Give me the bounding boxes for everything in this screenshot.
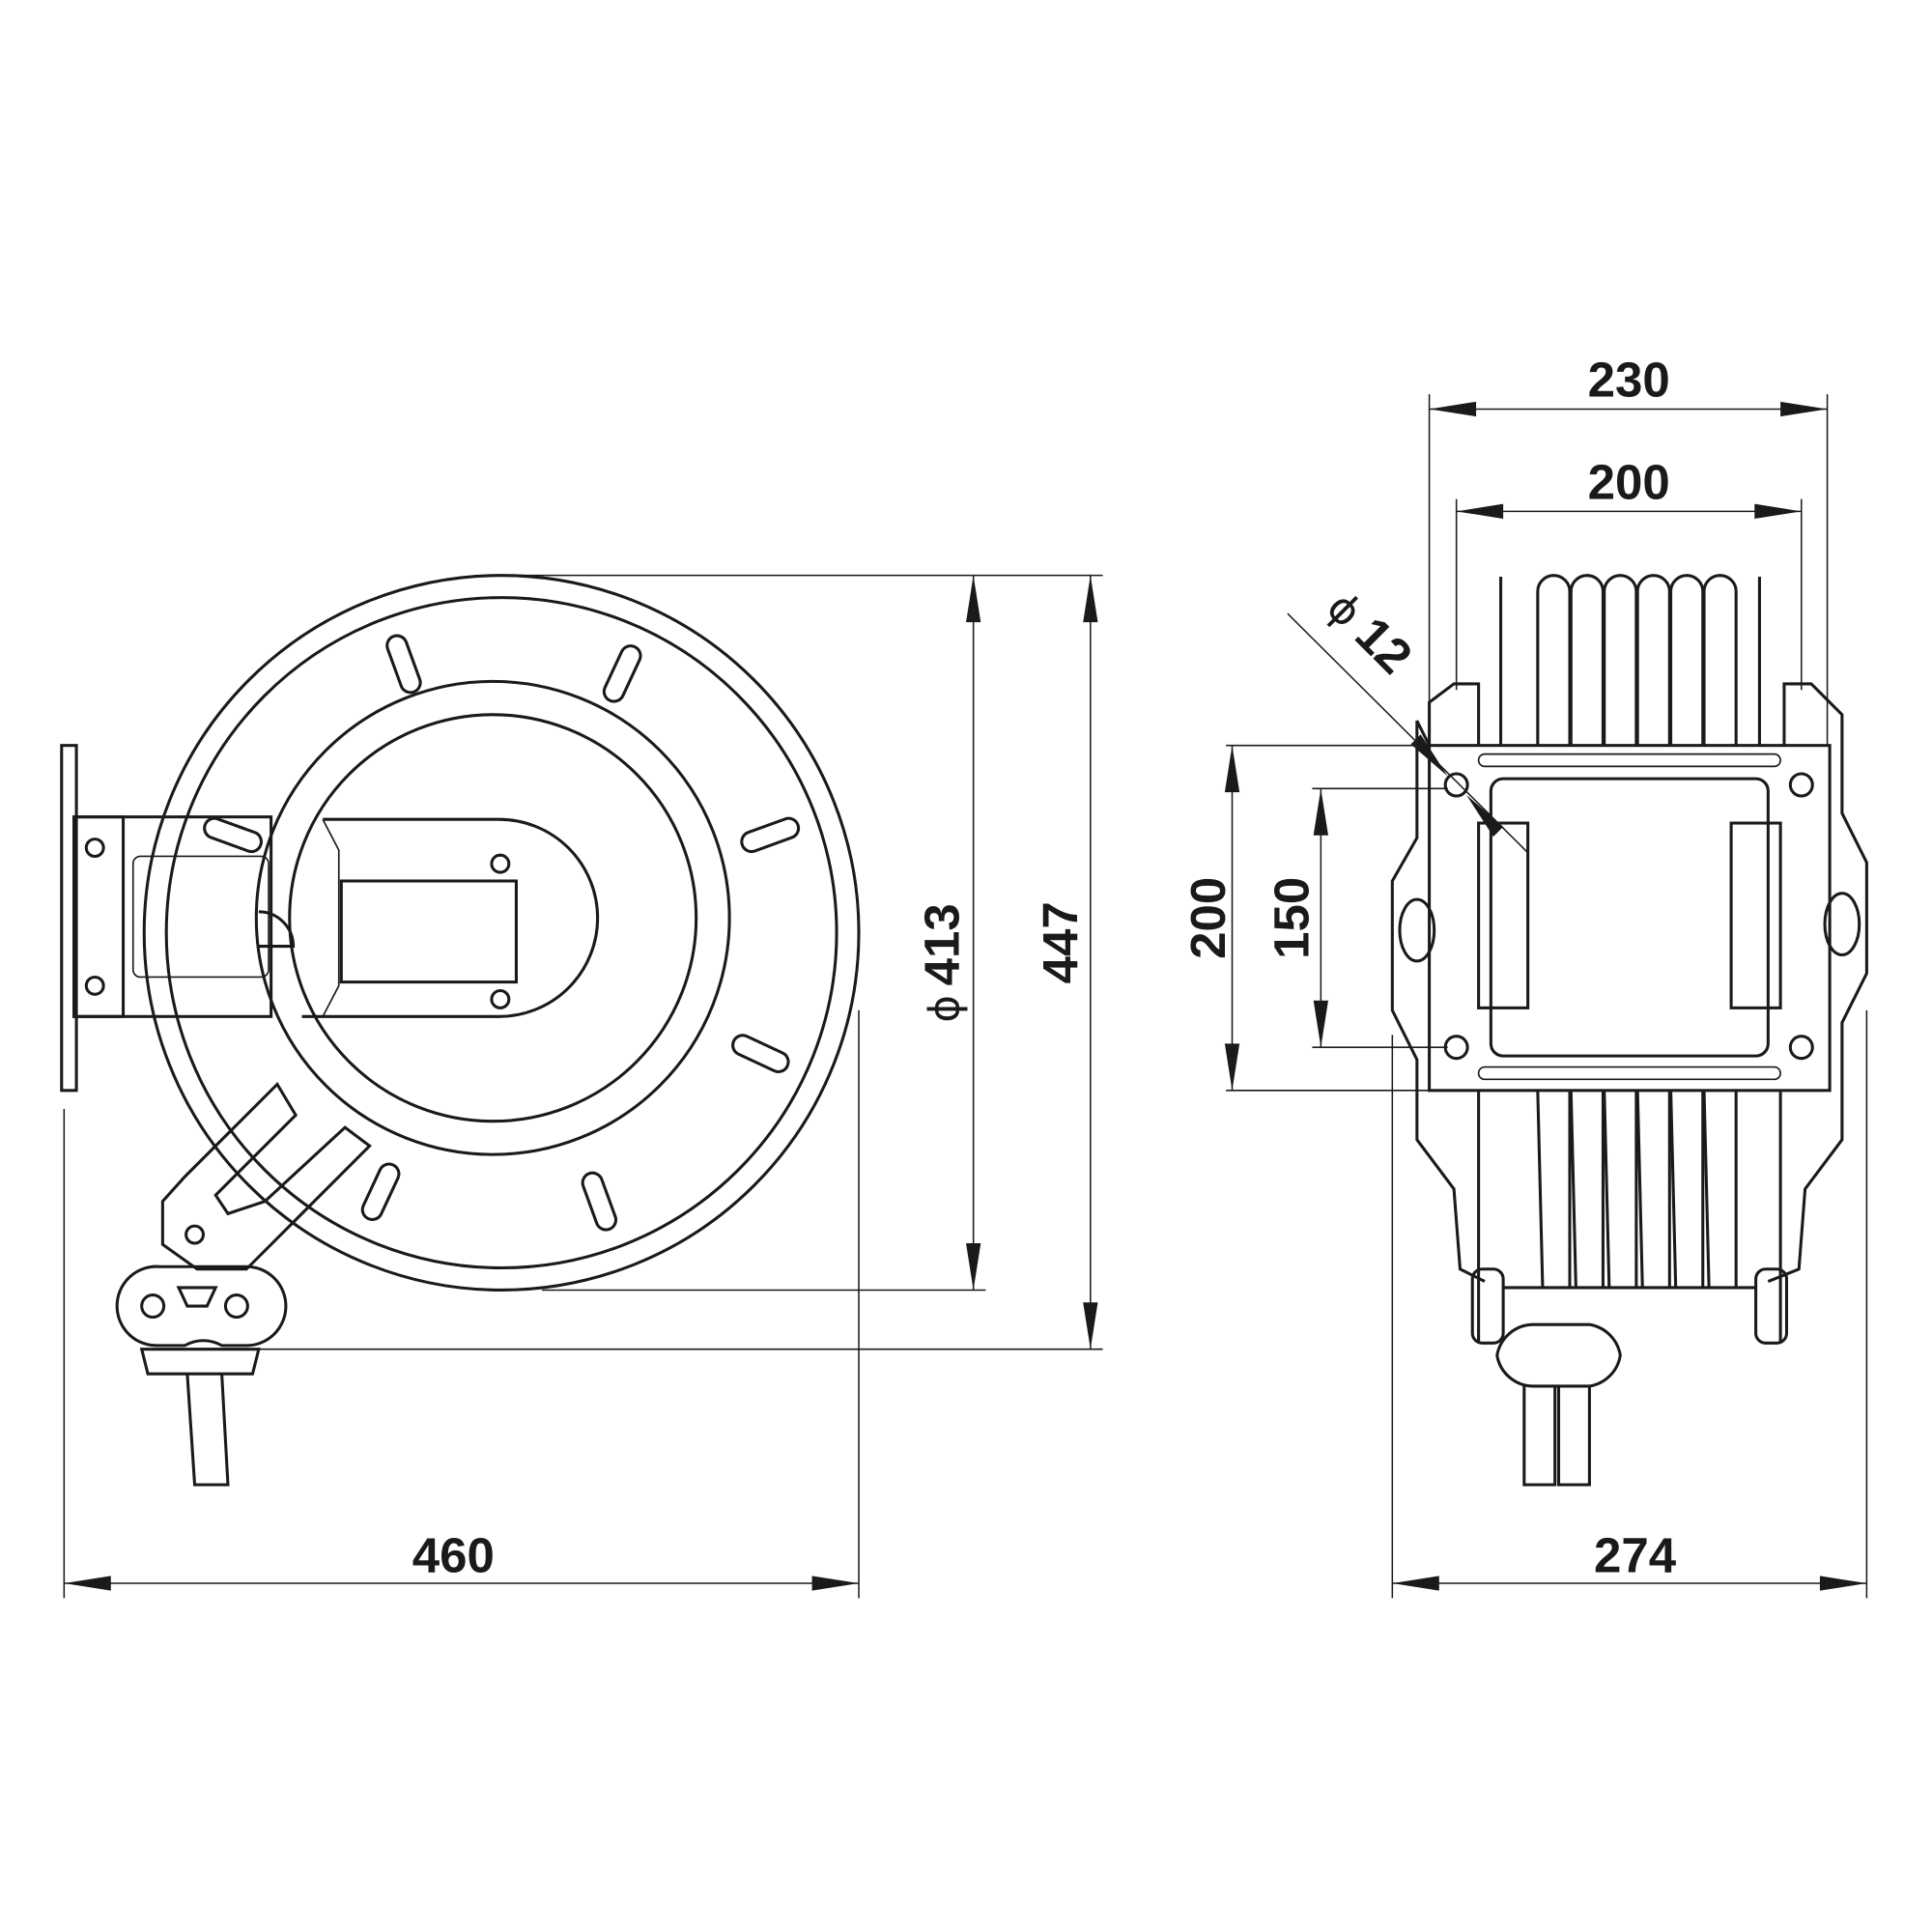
dim-overall-depth: 274 — [1594, 1528, 1677, 1583]
hub-outer — [254, 679, 731, 1156]
hose — [185, 1374, 230, 1487]
hose — [1522, 1385, 1591, 1487]
label-plate — [339, 879, 518, 984]
hose-coil — [1603, 574, 1638, 1288]
hose-guide-roller — [1495, 1322, 1622, 1388]
side-view-dimensions: 460 ϕ 413 447 — [63, 574, 1103, 1599]
drum-slot — [385, 634, 422, 695]
frame-right — [1767, 682, 1868, 1283]
drum-slot — [360, 1162, 401, 1221]
diameter-symbol: ϕ — [921, 995, 969, 1023]
mounting-hole-icon — [1443, 772, 1469, 798]
mounting-plate — [1428, 744, 1832, 1093]
dim-overall-width: 460 — [412, 1528, 495, 1583]
drum-slot — [602, 644, 642, 703]
hose-guide-arm — [160, 1081, 372, 1271]
screw-icon — [490, 988, 511, 1009]
hose-coils — [1536, 574, 1738, 1288]
side-view — [60, 574, 861, 1487]
hose-coil — [1702, 574, 1738, 1288]
hub-cover — [301, 817, 600, 1018]
dim-drum-diameter: 413 — [914, 903, 969, 985]
drum-slots — [203, 634, 801, 1232]
drum-slot — [203, 816, 263, 854]
drum-slot — [581, 1171, 618, 1232]
plate-cutout — [1489, 777, 1770, 1058]
dim-hole-spacing: 150 — [1264, 877, 1320, 959]
dim-plate-height: 200 — [1180, 877, 1236, 959]
hub-inner — [288, 713, 698, 1123]
drum-outer — [142, 574, 861, 1292]
bracket-cutout — [131, 855, 270, 979]
bolt-icon — [84, 838, 105, 859]
hose-coil — [1569, 574, 1605, 1288]
screw-icon — [490, 853, 511, 874]
mounting-hole-icon — [1788, 772, 1814, 798]
dim-hole-diameter: 12 — [1345, 607, 1422, 684]
hose-coil — [1635, 574, 1671, 1288]
mounting-hole-icon — [1788, 1035, 1814, 1061]
hose-coil — [1669, 574, 1705, 1288]
bracket-flange — [72, 815, 126, 1018]
frame-left — [1390, 720, 1486, 1283]
hose-guide-roller — [115, 1264, 288, 1348]
bolt-icon — [84, 975, 105, 996]
front-view — [1390, 574, 1868, 1487]
dim-overall-height: 447 — [1033, 901, 1088, 983]
drum-slot — [731, 1034, 790, 1073]
dim-outer-width: 230 — [1588, 353, 1670, 408]
dim-plate-width: 200 — [1588, 455, 1670, 510]
hose-coil — [1536, 574, 1572, 1288]
mounting-hole-icon — [1443, 1035, 1469, 1061]
drum-slot — [740, 816, 801, 854]
wall-plate — [60, 744, 78, 1093]
drum-rim — [164, 596, 838, 1270]
